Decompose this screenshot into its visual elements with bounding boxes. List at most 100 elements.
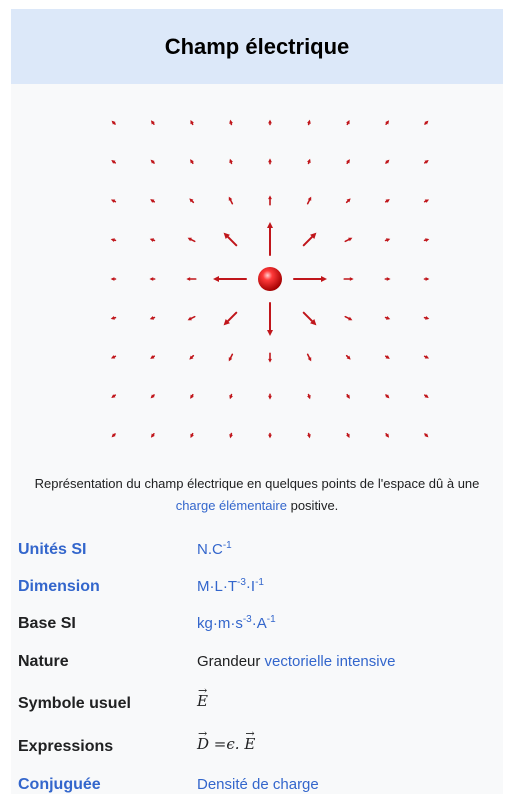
field-arrowhead bbox=[228, 196, 233, 201]
field-arrowhead bbox=[424, 433, 429, 438]
field-arrowhead bbox=[268, 195, 272, 200]
field-arrowhead bbox=[268, 158, 272, 163]
field-arrowhead bbox=[189, 198, 194, 203]
field-arrowhead bbox=[385, 159, 390, 164]
field-arrowhead bbox=[424, 199, 430, 203]
math-operator: =ϵ. bbox=[209, 735, 245, 753]
field-arrowhead bbox=[190, 394, 194, 399]
field-arrowhead bbox=[307, 394, 311, 400]
field-arrowhead bbox=[213, 276, 219, 282]
field-arrowhead bbox=[346, 198, 351, 203]
caption-text-end: positive. bbox=[286, 498, 339, 513]
label-conjuguee[interactable]: Conjuguée bbox=[18, 776, 101, 793]
row-dimension: Dimension M·L·T-3·I-1 bbox=[18, 577, 498, 611]
field-arrowhead bbox=[346, 355, 351, 360]
field-arrowhead bbox=[307, 119, 311, 124]
field-arrowhead bbox=[385, 355, 390, 359]
field-arrowhead bbox=[150, 120, 155, 125]
field-arrowhead bbox=[268, 358, 272, 363]
row-conjuguee: Conjuguée Densité de charge bbox=[18, 775, 498, 794]
caption-link-charge-elementaire[interactable]: charge élémentaire bbox=[175, 498, 287, 513]
positive-charge bbox=[258, 267, 282, 291]
field-arrowhead bbox=[268, 434, 272, 439]
value-conjuguee[interactable]: Densité de charge bbox=[197, 776, 319, 793]
field-arrowhead bbox=[385, 199, 390, 203]
field-arrowhead bbox=[228, 357, 233, 362]
field-arrowhead bbox=[150, 355, 155, 359]
field-arrowhead bbox=[321, 276, 327, 282]
field-arrowhead bbox=[385, 433, 390, 438]
field-arrowhead bbox=[150, 433, 155, 438]
field-arrowhead bbox=[307, 196, 312, 201]
infobox: Champ électrique Représentation du champ… bbox=[11, 9, 503, 794]
field-arrowhead bbox=[190, 159, 194, 164]
field-arrowhead bbox=[111, 433, 116, 438]
field-arrowhead bbox=[186, 277, 191, 281]
field-arrowhead bbox=[223, 232, 230, 239]
infobox-title: Champ électrique bbox=[164, 33, 350, 59]
electric-field-diagram bbox=[110, 119, 430, 439]
field-arrowhead bbox=[190, 119, 194, 125]
field-arrowhead bbox=[189, 355, 194, 360]
field-arrowhead bbox=[267, 222, 273, 228]
value-dimension[interactable]: M·L·T-3·I-1 bbox=[197, 577, 264, 596]
link-vectorielle-intensive[interactable]: vectorielle intensive bbox=[264, 653, 396, 670]
field-arrowhead bbox=[149, 238, 155, 242]
field-arrowhead bbox=[149, 316, 155, 320]
field-arrowhead bbox=[150, 199, 155, 203]
value-base-si[interactable]: kg·m·s-3·A-1 bbox=[197, 614, 276, 633]
field-arrowhead bbox=[267, 330, 273, 336]
field-arrowhead bbox=[385, 394, 390, 399]
image-caption: Représentation du champ électrique en qu… bbox=[21, 473, 493, 517]
value-unites-si[interactable]: N.C-1 bbox=[197, 540, 232, 559]
field-arrowhead bbox=[310, 319, 317, 326]
label-dimension[interactable]: Dimension bbox=[18, 578, 100, 595]
field-arrowhead bbox=[386, 277, 391, 281]
field-arrowhead bbox=[229, 119, 233, 124]
field-arrowhead bbox=[110, 277, 115, 281]
field-arrowhead bbox=[346, 159, 350, 164]
label-symbole-usuel: Symbole usuel bbox=[18, 695, 131, 712]
row-base-si: Base SI kg·m·s-3·A-1 bbox=[18, 614, 498, 648]
symbol-e-vector: E bbox=[197, 681, 208, 711]
caption-text-start: Représentation du champ électrique en qu… bbox=[34, 476, 480, 491]
field-arrowhead bbox=[149, 277, 154, 281]
field-arrowhead bbox=[223, 319, 230, 326]
field-arrowhead bbox=[310, 232, 317, 239]
field-arrowhead bbox=[425, 238, 430, 242]
label-unites-si[interactable]: Unités SI bbox=[18, 541, 87, 558]
math-d-vector: D bbox=[197, 724, 209, 754]
field-arrowhead bbox=[424, 159, 429, 164]
field-arrowhead bbox=[385, 238, 391, 242]
label-nature: Nature bbox=[18, 653, 69, 670]
field-arrowhead bbox=[385, 120, 390, 125]
row-unites-si: Unités SI N.C-1 bbox=[18, 540, 498, 574]
field-arrowhead bbox=[307, 434, 311, 439]
field-arrowhead bbox=[307, 357, 312, 362]
field-arrowhead bbox=[111, 120, 116, 125]
label-base-si: Base SI bbox=[18, 615, 76, 632]
field-arrowhead bbox=[110, 316, 115, 320]
row-nature: Nature Grandeur vectorielle intensive bbox=[18, 652, 498, 686]
math-symbol: E bbox=[197, 681, 208, 711]
nature-prefix: Grandeur bbox=[197, 653, 265, 670]
math-e-vector: E bbox=[244, 724, 255, 754]
field-arrowhead bbox=[348, 316, 353, 321]
expression-formula: D =ϵ. E bbox=[197, 724, 255, 754]
field-arrowhead bbox=[110, 238, 115, 242]
field-arrowhead bbox=[229, 394, 233, 400]
value-nature: Grandeur vectorielle intensive bbox=[197, 652, 395, 672]
infobox-title-bar: Champ électrique bbox=[11, 9, 503, 84]
field-arrowhead bbox=[346, 119, 350, 125]
field-arrowhead bbox=[110, 355, 116, 359]
field-arrowhead bbox=[229, 434, 233, 439]
field-arrowhead bbox=[424, 355, 430, 359]
field-arrowhead bbox=[268, 119, 272, 124]
field-arrowhead bbox=[187, 237, 192, 242]
field-arrowhead bbox=[150, 394, 155, 399]
field-arrowhead bbox=[425, 316, 430, 320]
field-arrowhead bbox=[425, 277, 430, 281]
field-arrowhead bbox=[111, 394, 116, 399]
field-arrowhead bbox=[190, 433, 194, 439]
row-symbole-usuel: Symbole usuel E bbox=[18, 681, 498, 725]
